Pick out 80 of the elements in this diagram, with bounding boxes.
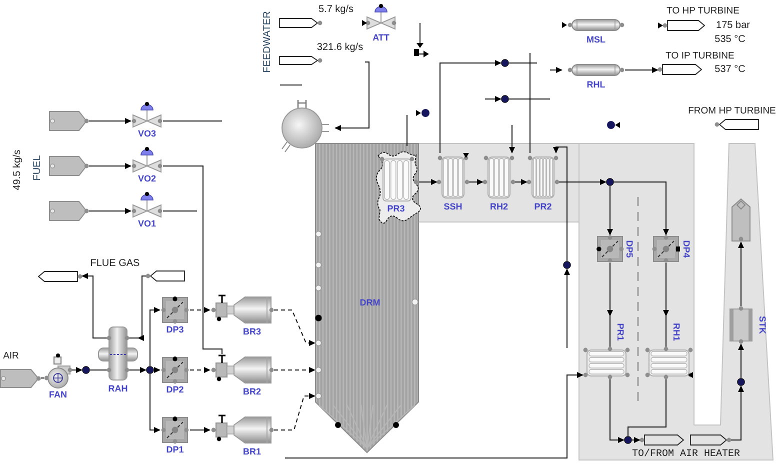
stream-label: FEEDWATER [263,11,273,73]
pipe-line [88,163,132,169]
equipment-tag: BR1 [243,448,261,456]
equipment-tag: PR2 [534,202,552,212]
pipe-line [334,62,370,131]
stream-label: FLUE GAS [90,259,140,269]
equipment-tag: FAN [49,390,67,400]
equipment-tag: DP2 [166,386,184,394]
pipe-line [162,166,222,354]
equipment-tag: SSH [444,202,462,212]
equipment-tag: ATT [372,34,390,42]
pipe-line [150,307,160,366]
pipe-line [406,114,408,146]
process-value: 537 °C [714,65,746,75]
pipe-line [738,344,744,378]
pipe-line [610,380,624,443]
equipment-tag: VO3 [138,130,156,138]
equipment-tag: DP4 [682,240,690,258]
stream-label: TO HP TURBINE [666,6,740,16]
equipment-tag: DP1 [166,446,184,454]
equipment-tag: DP5 [624,240,634,258]
flow-rate-label: 49.5 kg/s [13,150,23,190]
pipe-line [508,98,550,100]
pipe-line [138,276,146,341]
pipe-line [607,186,613,236]
pipe-line [418,179,438,185]
equipment-tag: MSL [586,36,606,44]
pipe-line [564,268,570,348]
pipe-line [624,67,658,73]
equipment-tag: RAH [108,384,128,394]
pipe-line [72,367,82,373]
stream-label: TO/FROM AIR HEATER [632,450,740,460]
pipe-line [484,96,502,102]
equipment-tag: BR3 [243,328,261,336]
equipment-tag: STK [758,316,766,334]
equipment-tag: VO1 [138,220,156,228]
pipe-line [558,179,606,185]
pipe-line [550,67,562,73]
pipe-line [154,367,160,373]
equipment-tag: RH1 [672,323,680,341]
stream-label: TO IP TURBINE [666,51,734,61]
stream-label: FUEL [33,155,43,181]
pipe-line [150,374,160,433]
pipe-line [138,367,146,373]
pipe-line [663,262,669,316]
pipe-line [88,208,132,214]
pipe-line [607,262,613,316]
pipe-line [88,118,132,124]
pipe-line [162,120,222,122]
pipe-line [440,60,502,154]
process-value: 321.6 kg/s [316,43,364,53]
dashed-pipe-line [274,367,316,373]
pipe-line [614,182,669,236]
equipment-tag: PR1 [616,323,624,341]
dashed-pipe-line [190,307,210,313]
dashed-pipe-line [274,393,316,430]
equipment-tag: DP3 [166,326,184,334]
dashed-pipe-line [190,367,210,373]
equipment-tag: BR2 [243,388,261,396]
process-value: 5.7 kg/s [318,5,354,15]
pipe-line [508,62,538,64]
pipe-line [730,386,744,440]
pipe-line [632,437,640,443]
pipe-line [514,179,528,185]
pipe-line [509,124,515,154]
equipment-tag: VO2 [138,174,156,184]
pipe-line [738,242,744,306]
pipe-line [82,273,98,338]
pipe-line [553,146,568,262]
dashed-pipe-line [274,310,316,346]
pipe-line [162,210,198,212]
equipment-tag: RHL [586,80,606,90]
process-value: 535 °C [714,35,746,45]
stream-label: AIR [3,351,19,361]
process-value: 175 bar [716,20,750,30]
pipe-line [468,179,484,185]
stream-label: FROM HP TURBINE [688,106,776,116]
equipment-tag: RH2 [490,202,508,212]
pipe-line [628,380,666,436]
pipe-line [190,427,210,433]
